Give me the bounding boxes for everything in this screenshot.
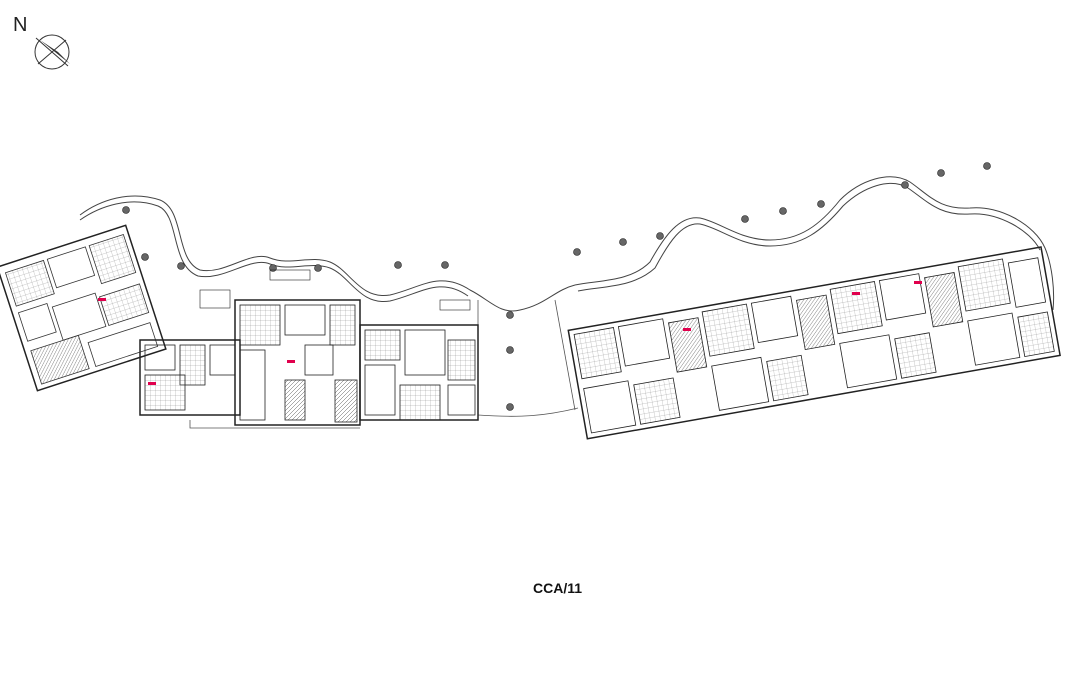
west-balcony-outline (79, 195, 576, 312)
compass-north-arrow-icon (34, 34, 70, 70)
west-wing-main-block (139, 269, 479, 426)
unit-tags (98, 281, 922, 385)
sheet-code-label: CCA/11 (533, 580, 583, 596)
north-label: N (13, 14, 28, 36)
east-balcony-outline (574, 176, 1055, 311)
east-wing-block (567, 246, 1061, 440)
west-wing-rotated-block (0, 224, 167, 392)
